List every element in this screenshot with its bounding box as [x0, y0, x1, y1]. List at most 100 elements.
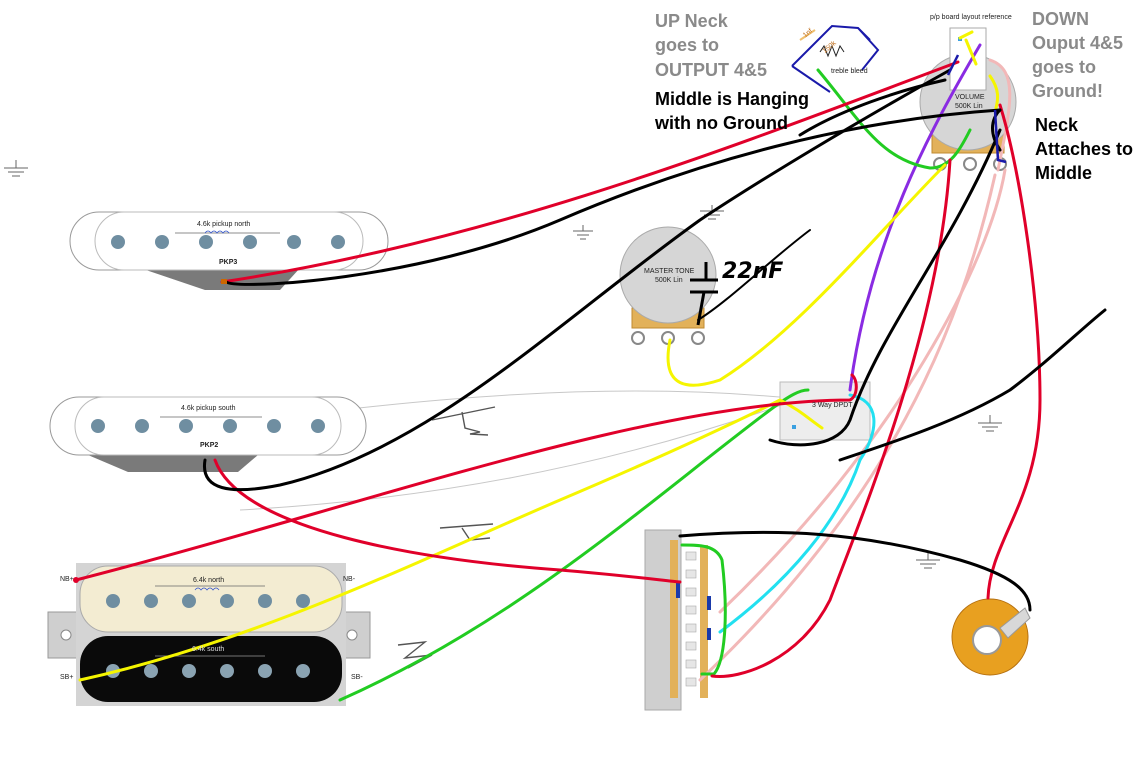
terminal-mark [707, 596, 711, 610]
terminal-pads [685, 551, 697, 687]
note-middle-1: Middle is Hanging [655, 89, 810, 109]
pole-piece [144, 664, 158, 678]
sb-plus-label: SB+ [60, 674, 74, 681]
mount-hole [60, 629, 72, 641]
note-down-3: goes to [1032, 57, 1097, 77]
wire-black [678, 530, 1032, 612]
wire-yellow [78, 398, 824, 682]
wire-black [838, 308, 1107, 462]
jack-hole [972, 625, 1002, 655]
nb-plus-dot [73, 577, 79, 583]
pole-piece [243, 235, 257, 249]
wire-black [768, 128, 1002, 447]
pole-piece [106, 594, 120, 608]
terminal-pad [685, 587, 697, 597]
terminal-pad [685, 551, 697, 561]
note-down-1: DOWN [1032, 9, 1089, 29]
wire-pink [988, 58, 1012, 172]
wire-purple [848, 43, 982, 392]
wires [74, 30, 1107, 702]
treble-bleed-blue-leads [791, 24, 880, 93]
pole-piece [258, 664, 272, 678]
terminal-strip-2 [700, 545, 708, 698]
board-ref-label: p/p board layout reference [930, 14, 1012, 21]
ground-symbol [916, 552, 940, 569]
humbucker-south-coil [80, 636, 342, 702]
nb-plus-label: NB+ [60, 576, 74, 583]
wire-black [798, 78, 947, 137]
terminal-pad [685, 605, 697, 615]
cap-annotation: 22nF [722, 259, 784, 284]
pkp2-poles [91, 419, 325, 433]
wire-red [213, 458, 682, 584]
pole-piece [223, 419, 237, 433]
terminal-mark [707, 628, 711, 640]
pole-piece [182, 594, 196, 608]
tone-pot-body [619, 226, 717, 324]
pole-piece [296, 664, 310, 678]
sb-minus-label: SB- [351, 674, 363, 681]
pole-piece [287, 235, 301, 249]
switch-label: 3 Way DPDT [812, 402, 853, 409]
pole-piece [155, 235, 169, 249]
ground-symbol [573, 225, 593, 240]
faint-wire [239, 401, 791, 511]
note-neck-3: Middle [1035, 163, 1092, 183]
pickup-pkp2 [49, 396, 367, 472]
pole-piece [220, 594, 234, 608]
pole-piece [199, 235, 213, 249]
pole-piece [311, 419, 325, 433]
humbucker-north-label: 6.4k north [193, 577, 225, 584]
cap-lead [696, 291, 706, 326]
pot-lug [691, 331, 705, 345]
wire-red [710, 158, 952, 678]
pickup-humbucker [47, 563, 371, 706]
note-down-4: Ground! [1032, 81, 1103, 101]
tone-pot-lugs [631, 331, 705, 345]
terminal-mark [676, 582, 680, 598]
wire-cyan [718, 393, 876, 634]
note-down-2: Ouput 4&5 [1032, 33, 1124, 53]
treble-bleed-cap-lead [799, 29, 816, 41]
switch-pad [792, 425, 796, 429]
pole-piece [220, 664, 234, 678]
hand-drawn-grounds [397, 406, 496, 669]
pole-piece [179, 419, 193, 433]
note-up-neck-3: OUTPUT 4&5 [655, 60, 768, 80]
wire-blue [993, 109, 1007, 164]
note-neck-2: Attaches to [1035, 139, 1134, 159]
pkp2-cover-inner [74, 396, 342, 456]
pot-lug [661, 331, 675, 345]
blue-jumpers [946, 54, 1007, 164]
terminal-pad [685, 623, 697, 633]
wire-yellow [666, 163, 947, 387]
wire-pink [718, 168, 1007, 614]
humbucker-south-label: 6.4k south [192, 646, 225, 653]
pot-lug [963, 157, 977, 171]
terminal-pad [685, 569, 697, 579]
wire-yellow [958, 30, 1000, 110]
pole-piece [144, 594, 158, 608]
pole-piece [135, 419, 149, 433]
pkp2-baseplate [88, 455, 258, 472]
pkp3-coil [204, 230, 230, 234]
tone-label-1: MASTER TONE [644, 268, 695, 275]
pkp3-baseplate [140, 268, 300, 290]
treble-bleed-resistor [819, 44, 845, 58]
mount-hole [346, 629, 358, 641]
note-up-neck-1: UP Neck [655, 11, 728, 31]
wire-green [338, 388, 810, 702]
volume-label-2: 500K Lin [955, 103, 983, 110]
pole-piece [296, 594, 310, 608]
ground-symbol [4, 160, 28, 177]
wire-pink [698, 173, 997, 682]
pkp2-label: 4.6k pickup south [181, 405, 236, 412]
terminal-board [644, 529, 711, 711]
pkp3-solder-pad [221, 279, 227, 284]
note-neck-1: Neck [1035, 115, 1079, 135]
wire-green [680, 543, 727, 676]
pole-piece [111, 235, 125, 249]
wire-black [202, 68, 952, 492]
pkp3-label: 4.6k pickup north [197, 221, 251, 228]
pkp3-tag: PKP3 [219, 259, 238, 266]
